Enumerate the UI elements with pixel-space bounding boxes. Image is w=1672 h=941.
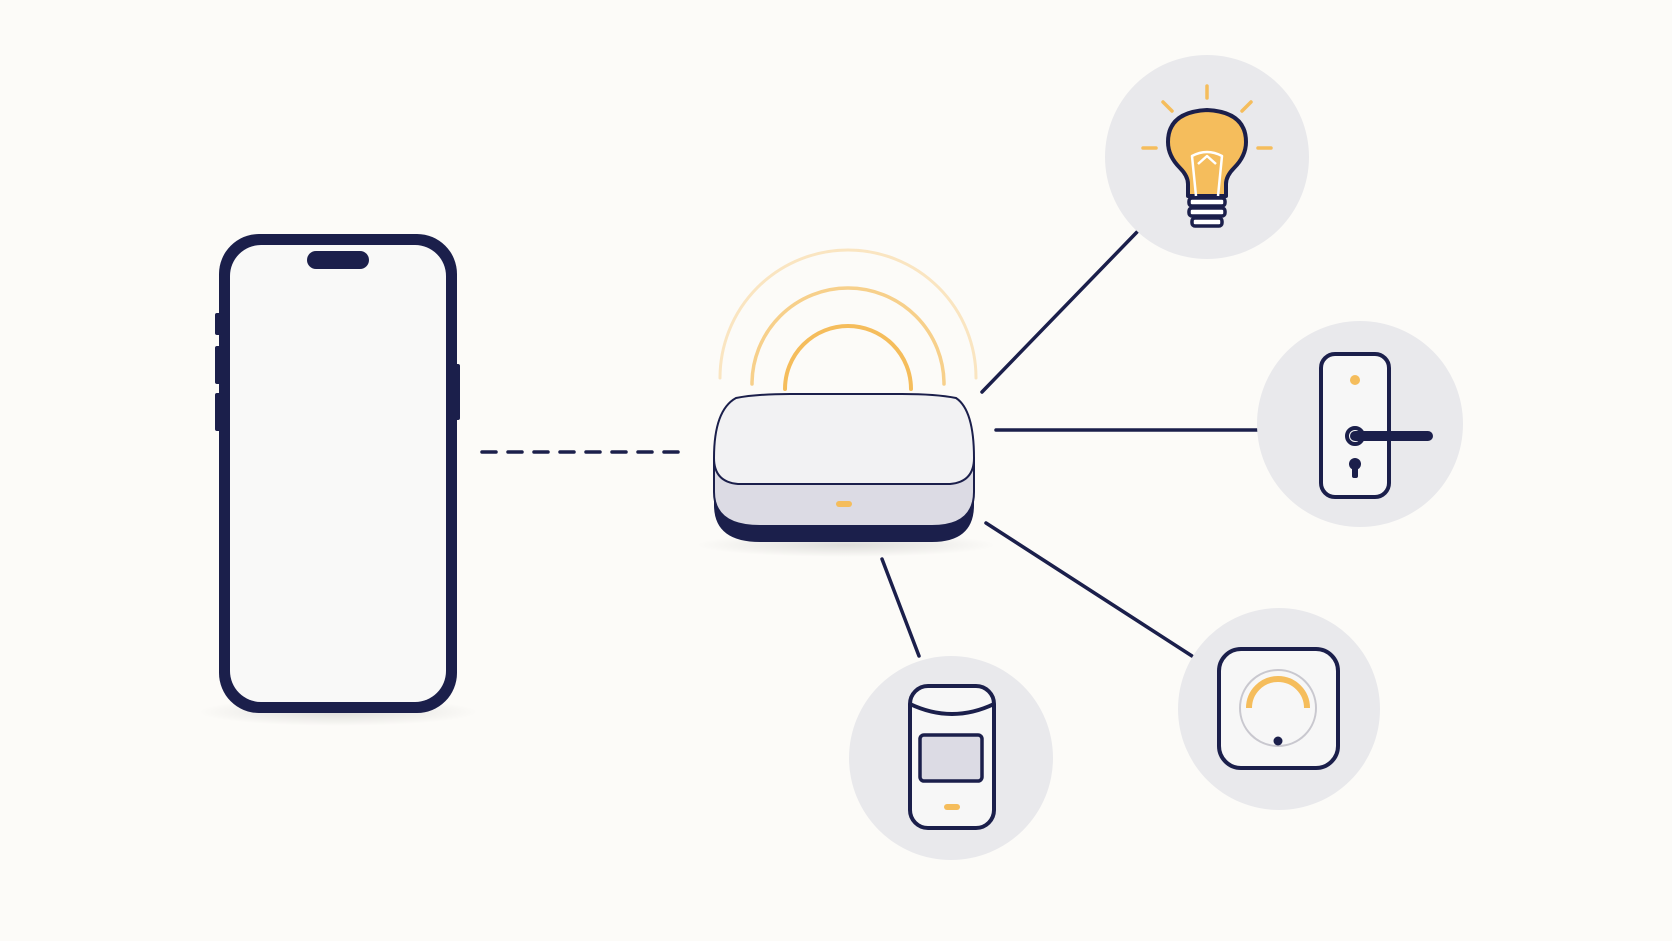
smart-hub-icon xyxy=(696,248,996,557)
bulb-base-ring xyxy=(1190,216,1224,228)
bulb-filament xyxy=(1190,150,1224,197)
device-thermostat xyxy=(1178,608,1380,810)
phone-screen xyxy=(230,245,446,702)
light-rays xyxy=(1141,84,1273,150)
signal-arc-outer xyxy=(718,248,978,380)
lock-plate xyxy=(1319,352,1391,499)
thermostat-dial-arc xyxy=(1246,676,1310,709)
device-light xyxy=(1105,55,1309,259)
signal-arc-inner xyxy=(783,324,913,391)
thermostat-icon xyxy=(1217,647,1340,770)
connection-hub-sensor xyxy=(880,557,921,658)
connections xyxy=(480,230,1260,658)
thermostat-dial-pointer xyxy=(1273,736,1283,746)
device-sensor xyxy=(849,656,1053,860)
status-led xyxy=(836,501,852,507)
smartphone-icon xyxy=(198,234,478,726)
bulb-base-ring xyxy=(1187,206,1227,218)
connection-hub-light xyxy=(980,230,1139,394)
device-lock xyxy=(1257,321,1463,527)
sensor-led xyxy=(944,804,960,810)
sensor-lens xyxy=(918,733,984,783)
light-bulb-icon xyxy=(1141,84,1273,228)
bulb-base-ring xyxy=(1187,196,1227,208)
signal-arc-middle xyxy=(750,286,946,386)
connection-hub-thermostat xyxy=(984,521,1194,658)
sensor-top-rim xyxy=(909,702,995,716)
phone-dynamic-island xyxy=(307,251,369,269)
wireless-signal-icon xyxy=(718,248,978,391)
motion-sensor-icon xyxy=(908,684,996,830)
hub-top xyxy=(712,393,976,485)
lock-indicator-led xyxy=(1350,375,1360,385)
door-lock-icon xyxy=(1319,352,1433,499)
lock-keyhole-slot xyxy=(1352,464,1358,478)
